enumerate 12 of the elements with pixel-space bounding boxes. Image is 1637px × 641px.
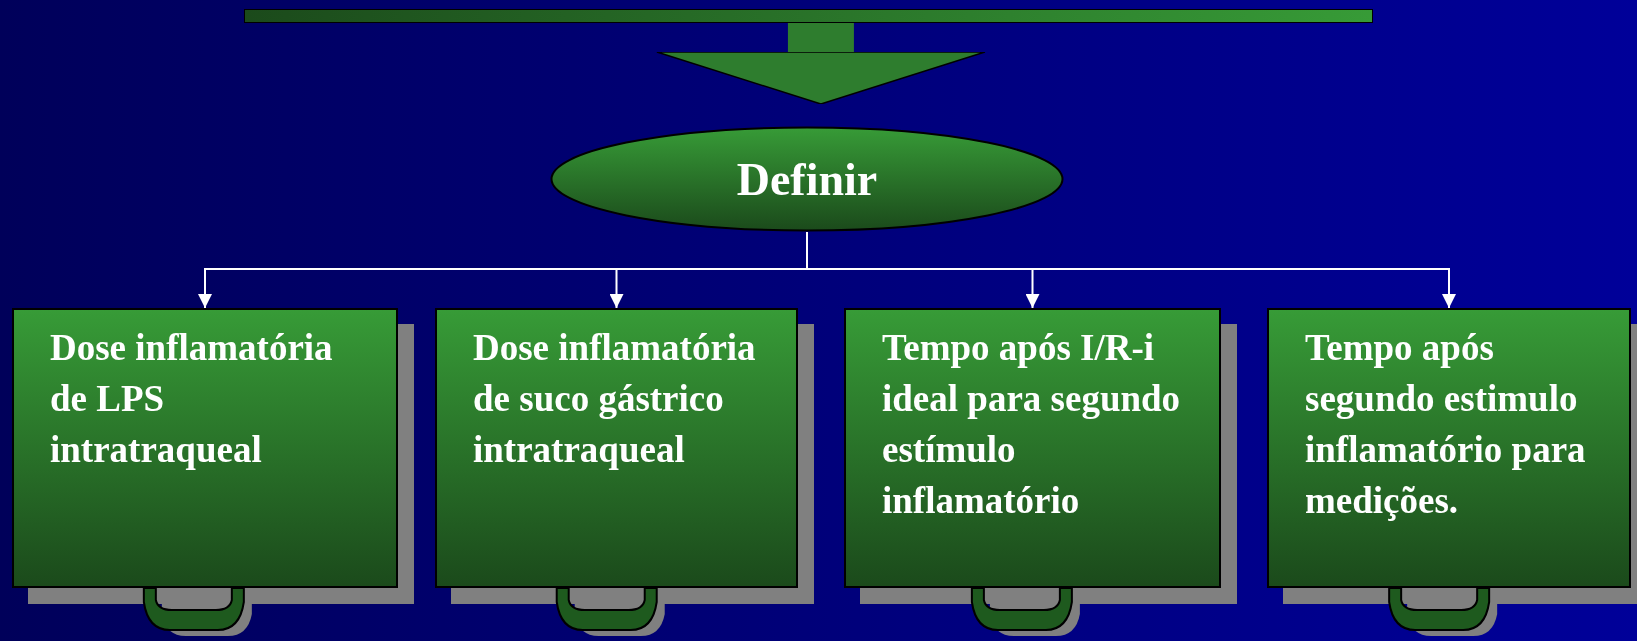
block-arrow xyxy=(656,22,986,105)
process-box xyxy=(844,308,1221,588)
node-label: Tempo após segundo estimulo inflamatório para medições. xyxy=(1305,326,1587,523)
node-label: Dose inflamatória de LPS intratraqueal xyxy=(50,326,334,472)
node-label: Tempo após I/R-i ideal para segundo estímulo inflamatório xyxy=(882,326,1182,523)
process-box xyxy=(1267,308,1631,588)
node-label: Dose inflamatória de suco gástrico intratraqueal xyxy=(473,326,757,472)
process-box xyxy=(435,308,798,588)
process-box xyxy=(12,308,398,588)
node-label: Definir xyxy=(736,152,878,206)
bar xyxy=(244,9,1373,23)
ellipse-node xyxy=(550,126,1064,232)
